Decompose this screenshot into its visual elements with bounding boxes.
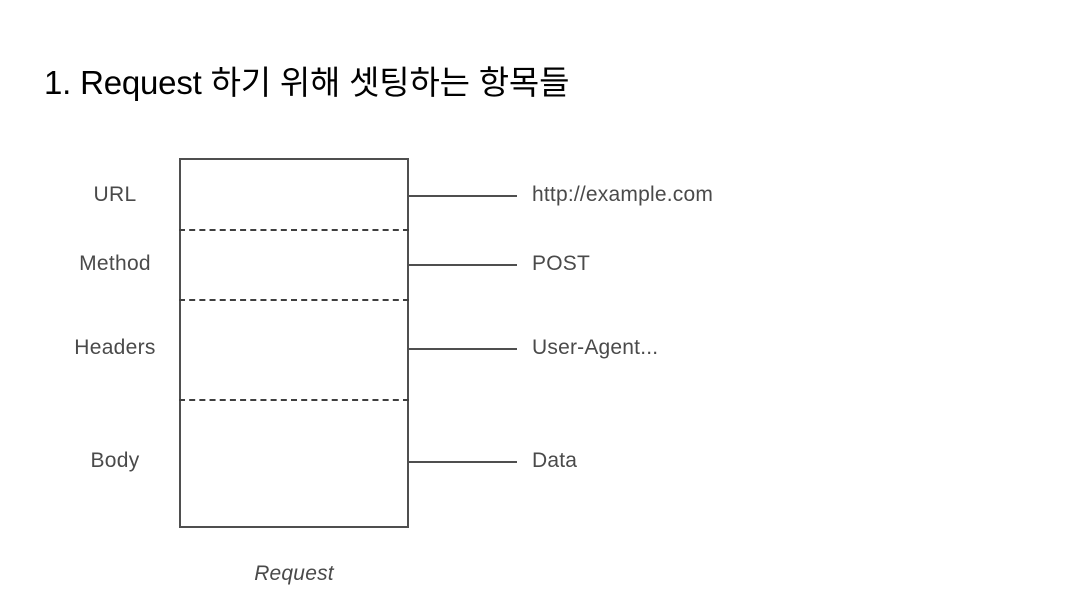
value-label-url: http://example.com bbox=[532, 183, 714, 206]
box-divider-1 bbox=[179, 229, 409, 231]
box-section-headers: Headers bbox=[74, 336, 156, 359]
box-section-url: URL bbox=[93, 183, 137, 206]
value-label-headers: User-Agent... bbox=[532, 336, 659, 359]
box-divider-3 bbox=[179, 399, 409, 401]
value-label-body: Data bbox=[532, 449, 578, 472]
leader-line-method bbox=[409, 264, 517, 266]
leader-line-url bbox=[409, 195, 517, 197]
box-section-body: Body bbox=[90, 449, 140, 472]
leader-line-headers bbox=[409, 348, 517, 350]
value-label-method: POST bbox=[532, 252, 590, 275]
leader-line-body bbox=[409, 461, 517, 463]
request-box bbox=[179, 158, 409, 528]
page-title: 1. Request 하기 위해 셋팅하는 항목들 bbox=[44, 64, 570, 101]
diagram-caption: Request bbox=[254, 562, 334, 585]
box-divider-2 bbox=[179, 299, 409, 301]
box-section-method: Method bbox=[79, 252, 151, 275]
